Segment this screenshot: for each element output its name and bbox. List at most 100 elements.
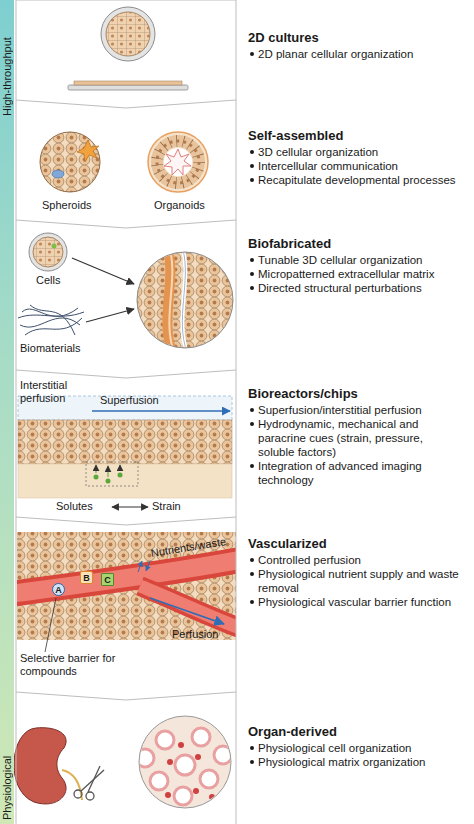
biomaterial-fibers-part bbox=[30, 305, 75, 335]
cell-dish-part bbox=[29, 233, 67, 271]
compound-marker: C bbox=[101, 573, 114, 586]
chevron-edge bbox=[16, 220, 236, 378]
culture-dish-part bbox=[68, 85, 188, 90]
bullet-text: Controlled perfusion bbox=[248, 553, 460, 567]
illustration-label: Spheroids bbox=[42, 199, 92, 212]
bullet-text: Intercellular communication bbox=[248, 159, 460, 173]
panel-heading: Self-assembled bbox=[248, 128, 460, 144]
vessel-drawing-part bbox=[17, 560, 236, 594]
flow-arrow-part bbox=[72, 258, 134, 284]
tissue-section-part bbox=[192, 728, 210, 746]
panel-text: BiofabricatedTunable 3D cellular organiz… bbox=[248, 236, 460, 295]
bullet-text: Physiological nutrient supply and waste … bbox=[248, 567, 460, 595]
chevron-edge bbox=[16, 0, 236, 108]
illustration-label: Cells bbox=[36, 274, 60, 287]
biofabricated-tissue bbox=[137, 250, 233, 352]
tissue-section-part bbox=[156, 731, 174, 749]
scissors-symbol-part bbox=[81, 770, 104, 791]
bullet-text: Physiological vascular barrier function bbox=[248, 595, 460, 609]
tissue-section-part bbox=[200, 770, 218, 788]
spheroid-drawing-part bbox=[52, 170, 64, 178]
bullet-text: Directed structural perturbations bbox=[248, 281, 460, 295]
vessel-drawing-part bbox=[45, 598, 56, 652]
bioreactor-chip-part bbox=[112, 506, 148, 507]
bioreactor-chip-part bbox=[18, 420, 232, 464]
compound-letter: C bbox=[102, 574, 113, 585]
spheroid-drawing-part bbox=[40, 132, 100, 192]
bioreactor-chip bbox=[18, 396, 232, 507]
scissors-symbol-part bbox=[74, 790, 82, 798]
compound-letter: A bbox=[53, 584, 64, 595]
bullet-text: 2D planar cellular organization bbox=[248, 47, 460, 61]
bullet-text: Micropatterned extracellular matrix bbox=[248, 267, 460, 281]
model-panel: Organ-derivedPhysiological cell organiza… bbox=[16, 700, 474, 824]
bullet-text: Hydrodynamic, mechanical and paracrine c… bbox=[248, 417, 460, 459]
illustration-label: Interstitial perfusion bbox=[20, 379, 88, 405]
vessel-drawing-part bbox=[140, 586, 236, 628]
tissue-section-part bbox=[136, 749, 154, 767]
axis-label: Physiological bbox=[0, 728, 14, 820]
culture-dish bbox=[68, 7, 188, 90]
organoid-drawing-part bbox=[164, 149, 191, 175]
bullet-text: Physiological cell organization bbox=[248, 741, 460, 755]
compound-marker: B bbox=[80, 571, 93, 584]
cell-dish bbox=[29, 233, 67, 271]
panel-heading: Vascularized bbox=[248, 536, 460, 552]
spheroid-drawing-part bbox=[77, 140, 99, 162]
vessel-drawing bbox=[10, 532, 240, 652]
bioreactor-chip-part bbox=[106, 479, 111, 484]
panel-text: Organ-derivedPhysiological cell organiza… bbox=[248, 724, 460, 769]
biofabricated-tissue-part bbox=[182, 250, 187, 352]
vessel-drawing-part bbox=[140, 586, 236, 628]
flow-arrow bbox=[72, 258, 134, 322]
panel-heading: Biofabricated bbox=[248, 236, 460, 252]
tissue-section-part bbox=[174, 787, 192, 805]
chevron-edge bbox=[16, 692, 17, 824]
cell-dish-part bbox=[52, 244, 57, 249]
tissue-section-part bbox=[195, 754, 201, 760]
tissue-section-part bbox=[136, 728, 232, 805]
panel-text: Bioreactors/chipsSuperfusion/interstitia… bbox=[248, 386, 460, 487]
bioreactor-chip-part bbox=[108, 466, 109, 477]
culture-dish-part bbox=[101, 7, 155, 61]
biofabricated-tissue-part bbox=[169, 250, 174, 352]
panel-text: VascularizedControlled perfusionPhysiolo… bbox=[248, 536, 460, 609]
vessel-drawing-part bbox=[146, 561, 150, 571]
kidney-drawing bbox=[14, 728, 82, 804]
chevron-outline bbox=[16, 0, 237, 109]
chevron-outline bbox=[16, 228, 237, 379]
bullet-text: Tunable 3D cellular organization bbox=[248, 253, 460, 267]
vessel-drawing-part bbox=[17, 532, 236, 640]
chevron-outline bbox=[16, 700, 237, 824]
tissue-section-part bbox=[165, 792, 171, 798]
organoid-drawing-part bbox=[157, 141, 199, 183]
bullet-text: Superfusion/interstitial perfusion bbox=[248, 403, 460, 417]
bioreactor-chip-part bbox=[86, 462, 138, 486]
panel-heading: Bioreactors/chips bbox=[248, 386, 460, 402]
organoid-drawing-part bbox=[157, 141, 199, 183]
chevron-edge bbox=[16, 100, 236, 228]
panel-text: Self-assembled3D cellular organizationIn… bbox=[248, 128, 460, 187]
biomaterial-fibers bbox=[18, 305, 84, 335]
biofabricated-tissue-part bbox=[182, 250, 187, 352]
tissue-section-part bbox=[175, 755, 195, 775]
panel-heading: Organ-derived bbox=[248, 724, 460, 740]
illustration-label: Solutes bbox=[56, 500, 93, 513]
tissue-section-part bbox=[209, 794, 215, 800]
illustration-label: Organoids bbox=[154, 199, 205, 212]
tissue-section-part bbox=[193, 788, 199, 794]
organoid-drawing-part bbox=[157, 141, 199, 183]
kidney-drawing-part bbox=[14, 728, 66, 804]
vessel-drawing-part bbox=[138, 561, 142, 572]
tissue-section-part bbox=[178, 742, 184, 748]
bioreactor-chip-part bbox=[92, 410, 230, 412]
bullet-text: Integration of advanced imaging technolo… bbox=[248, 459, 460, 487]
organoid-drawing bbox=[148, 132, 208, 192]
scissors-symbol-part bbox=[86, 792, 94, 800]
vessel-drawing-part bbox=[150, 598, 224, 624]
tissue-section bbox=[136, 716, 232, 808]
culture-dish-part bbox=[74, 81, 182, 85]
kidney-drawing-part bbox=[62, 770, 82, 800]
vessel-drawing-part bbox=[17, 560, 236, 594]
organoid-drawing-part bbox=[148, 132, 208, 192]
